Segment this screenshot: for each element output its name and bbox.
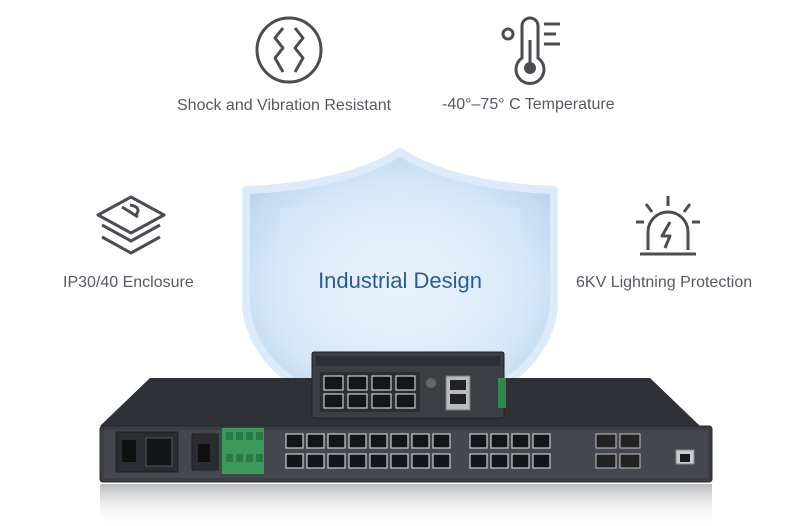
ethernet-port — [490, 433, 509, 449]
sfp-port — [595, 453, 617, 469]
sfp-port — [619, 433, 641, 449]
ethernet-port — [390, 433, 409, 449]
ethernet-port — [532, 453, 551, 469]
ethernet-port — [371, 393, 392, 409]
ethernet-port — [469, 433, 488, 449]
ethernet-port — [347, 375, 368, 391]
din-rail-switch — [311, 351, 506, 419]
ethernet-port — [432, 453, 451, 469]
lightning-feature-label: 6KV Lightning Protection — [576, 274, 753, 291]
ethernet-port — [369, 453, 388, 469]
ethernet-port — [532, 433, 551, 449]
page-title: Industrial Design — [318, 268, 482, 293]
ethernet-port — [348, 433, 367, 449]
sfp-port — [619, 453, 641, 469]
ethernet-port — [511, 453, 530, 469]
ethernet-port — [285, 433, 304, 449]
ethernet-port — [306, 433, 325, 449]
ethernet-port — [395, 393, 416, 409]
ethernet-port — [306, 453, 325, 469]
thermometer-icon — [501, 16, 560, 85]
ethernet-port — [348, 453, 367, 469]
lightning-alarm-icon — [636, 196, 700, 256]
temperature-feature-label: -40°–75° C Temperature — [442, 96, 615, 113]
ethernet-port — [390, 453, 409, 469]
ethernet-port — [347, 393, 368, 409]
ethernet-port — [323, 375, 344, 391]
ethernet-port — [490, 453, 509, 469]
ethernet-port — [327, 453, 346, 469]
ethernet-port — [432, 433, 451, 449]
enclosure-feature-label: IP30/40 Enclosure — [63, 274, 194, 291]
floor-reflection — [100, 484, 712, 526]
ip-enclosure-layers-icon — [96, 195, 166, 255]
ethernet-port — [323, 393, 344, 409]
shock-vibration-icon — [255, 16, 323, 84]
ethernet-port — [411, 433, 430, 449]
ethernet-port — [327, 433, 346, 449]
ethernet-port — [371, 375, 392, 391]
ethernet-port — [411, 453, 430, 469]
sfp-port — [595, 433, 617, 449]
ethernet-port — [285, 453, 304, 469]
shock-feature-label: Shock and Vibration Resistant — [177, 97, 392, 114]
ethernet-port — [511, 433, 530, 449]
ethernet-port — [469, 453, 488, 469]
ethernet-port — [395, 375, 416, 391]
ethernet-port — [369, 433, 388, 449]
